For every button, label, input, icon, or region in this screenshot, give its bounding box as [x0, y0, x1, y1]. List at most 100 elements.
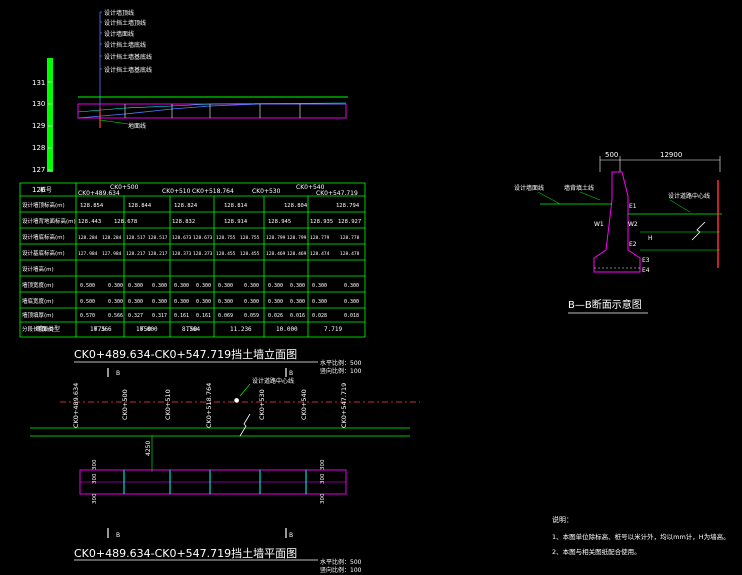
cell-r5-c6: 0.300: [218, 283, 233, 289]
cell-r1-c6: 128.927: [338, 219, 361, 225]
scale-tick-131: 131: [32, 79, 45, 87]
row-label-2: 设计墙底标高(m): [22, 233, 65, 241]
cell-r7-c8: 0.026: [268, 313, 283, 319]
table-station-6: CK0+547.719: [316, 190, 358, 197]
cell-r0-c5: 128.794: [336, 203, 360, 209]
scale-tick-129: 129: [32, 122, 45, 130]
cell-r2-c7: 128.755: [240, 235, 260, 241]
plan-dim-right-2: 300: [320, 459, 326, 470]
plan-dim-left-0: 300: [92, 493, 98, 504]
notes-heading: 说明：: [552, 515, 573, 524]
cell-r0-c0: 128.854: [80, 203, 104, 209]
cell-r6-c0: 0.500: [80, 299, 95, 305]
cell-r3-c2: 128.217: [126, 251, 146, 257]
legend-line-2: 设计挡土墙顶线: [104, 19, 146, 27]
section-mark-top-left: B: [116, 370, 120, 377]
plan-scale-h: 水平比例：500: [320, 558, 362, 566]
cell-r5-c9: 0.300: [290, 283, 305, 289]
cell-r3-c4: 128.373: [172, 251, 192, 257]
legend-line-4: 设计挡土墙底线: [104, 41, 146, 49]
cell-r3-c3: 128.217: [148, 251, 168, 257]
notes-line-2: 2、本图与相关图纸配合使用。: [552, 547, 641, 556]
plan-station-0: CK0+489.634: [72, 383, 80, 428]
cell-r0-c1: 128.844: [128, 203, 152, 209]
table-station-4: CK0+530: [252, 188, 281, 195]
plan-station-4: CK0+530: [258, 389, 266, 420]
ground-line-label: 地面线: [128, 122, 146, 130]
row-label-4: 设计墙高(m): [22, 265, 54, 273]
cell-r6-c10: 0.300: [312, 299, 327, 305]
cell-r8-c1: 10.000: [136, 326, 158, 333]
plan-dim-right-0: 300: [320, 493, 326, 504]
plan-station-3: CK0+518.764: [205, 383, 213, 428]
cell-r8-c5: 7.719: [324, 326, 342, 333]
cell-r5-c4: 0.300: [174, 283, 189, 289]
cell-r8-c4: 10.000: [276, 326, 298, 333]
cell-r3-c6: 128.455: [216, 251, 236, 257]
plan-station-1: CK0+500: [121, 389, 129, 420]
cell-r6-c11: 0.300: [344, 299, 359, 305]
cell-r7-c2: 0.327: [128, 313, 143, 319]
cell-r7-c1: 0.566: [108, 313, 123, 319]
cell-r0-c2: 128.824: [174, 203, 198, 209]
cell-r2-c11: 128.778: [340, 235, 360, 241]
cell-r7-c11: 0.018: [344, 313, 359, 319]
table-station-5: CK0+540: [296, 184, 325, 191]
cell-r5-c1: 0.300: [108, 283, 123, 289]
cell-r7-c6: 0.069: [218, 313, 233, 319]
cell-r1-c3: 128.914: [224, 219, 248, 225]
section-label-e1: E1: [629, 203, 637, 210]
cell-r5-c8: 0.300: [268, 283, 283, 289]
row-label-3: 设计基底标高(m): [22, 249, 65, 257]
section-label-e4: E4: [642, 267, 650, 274]
svg-text:●: ●: [234, 397, 239, 404]
cell-r2-c0: 128.284: [78, 235, 98, 241]
cell-r5-c3: 0.300: [152, 283, 167, 289]
cell-r6-c9: 0.300: [290, 299, 305, 305]
section-dim-500: 500: [605, 151, 618, 159]
cell-r1-c5: 128.935: [310, 219, 333, 225]
legend-line-1: 设计墙顶线: [104, 9, 134, 17]
plan-station-5: CK0+540: [300, 389, 308, 420]
scale-tick-126: 126: [32, 186, 46, 194]
section-label-fill: 墙背填土线: [564, 184, 594, 192]
section-mark-top-right: B: [289, 370, 293, 377]
plan-view: CK0+489.634 CK0+500 CK0+510 CK0+518.764 …: [30, 368, 420, 539]
cell-r8-c2: 8.764: [182, 326, 200, 333]
plan-centerline-label: 设计道路中心线: [252, 377, 294, 385]
section-label-centerline: 设计道路中心线: [668, 192, 710, 200]
cell-r3-c9: 128.469: [287, 251, 307, 257]
ground-line: [77, 103, 346, 119]
scale-tick-128: 128: [32, 144, 45, 152]
scale-tick-127: 127: [32, 166, 45, 174]
row-label-5: 墙顶宽度(m): [22, 281, 54, 289]
cell-r7-c0: 0.570: [80, 313, 95, 319]
cell-r3-c10: 128.474: [310, 251, 330, 257]
cell-r9-c0: T75: [93, 326, 105, 333]
cell-r6-c2: 0.300: [128, 299, 143, 305]
cell-r3-c0: 127.984: [78, 251, 98, 257]
plan-station-2: CK0+510: [164, 389, 172, 420]
profile-view: 131 130 129 128 127 126 设计墙顶线 设计挡土墙顶线 设计…: [32, 9, 348, 194]
cell-r6-c7: 0.300: [244, 299, 259, 305]
cell-r7-c10: 0.028: [312, 313, 327, 319]
section-label-w2: W2: [628, 221, 638, 228]
cell-r6-c3: 0.300: [152, 299, 167, 305]
elevation-table: 桩号 CK0+489.634 CK0+500 CK0+510 CK0+518.7…: [19, 182, 366, 338]
row-label-1: 设计墙背地面标高(m): [22, 217, 76, 225]
notes: 说明： 1、本图单位除标高、桩号以米计外，均以mm计，H为墙高。 2、本图与相关…: [552, 515, 730, 556]
section-mark-bottom-left: B: [116, 532, 120, 539]
table-station-2: CK0+510: [162, 188, 191, 195]
cell-r5-c11: 0.300: [344, 283, 359, 289]
cell-r1-c1: 128.678: [114, 219, 137, 225]
plan-station-6: CK0+547.719: [340, 383, 348, 428]
elevation-title: CK0+489.634-CK0+547.719挡土墙立面图: [74, 347, 297, 361]
row-label-6: 墙底宽度(m): [22, 297, 54, 305]
cell-r2-c1: 128.284: [102, 235, 122, 241]
cell-r5-c0: 0.500: [80, 283, 95, 289]
section-dim-12900: 12900: [660, 151, 682, 159]
plan-dim-left-2: 300: [92, 459, 98, 470]
cell-r5-c7: 0.300: [244, 283, 259, 289]
table-header-label: 桩号: [40, 186, 52, 194]
scale-tick-130: 130: [32, 100, 45, 108]
